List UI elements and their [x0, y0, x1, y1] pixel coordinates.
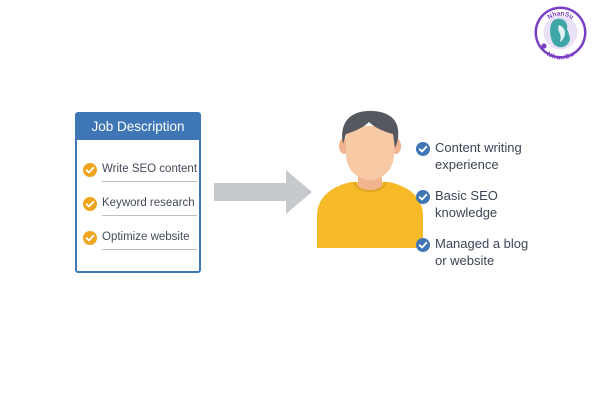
check-circle-icon: [83, 163, 97, 177]
skill-item-label: Basic SEO knowledge: [435, 188, 498, 220]
brand-logo: NhanSu NhanSu: [533, 5, 588, 60]
check-circle-icon: [83, 197, 97, 211]
person-avatar-icon: [317, 110, 423, 248]
svg-text:NhanSu: NhanSu: [546, 10, 574, 21]
item-underline: [102, 215, 197, 216]
check-circle-icon: [416, 190, 430, 204]
job-description-item-label: Optimize website: [102, 231, 190, 243]
woman-silhouette-logo-icon: NhanSu NhanSu: [534, 6, 587, 60]
job-description-card: Job Description Write SEO content Keywor…: [75, 112, 201, 273]
job-description-item: Keyword research: [83, 195, 199, 216]
job-description-item: Optimize website: [83, 229, 199, 250]
skill-item: Basic SEO knowledge: [416, 187, 586, 223]
item-underline: [102, 249, 197, 250]
job-description-item: Write SEO content: [83, 161, 199, 182]
check-circle-icon: [416, 238, 430, 252]
check-circle-icon: [83, 231, 97, 245]
item-underline: [102, 181, 197, 182]
skill-item: Content writing experience: [416, 139, 586, 175]
job-description-item-label: Keyword research: [102, 197, 195, 209]
job-description-item-label: Write SEO content: [102, 163, 198, 175]
job-description-title: Job Description: [77, 114, 199, 140]
skill-item-label: Managed a blog or website: [435, 236, 529, 268]
skill-item-label: Content writing experience: [435, 140, 522, 172]
check-circle-icon: [416, 142, 430, 156]
person-avatar: [305, 108, 435, 248]
svg-text:NhanSu: NhanSu: [545, 51, 575, 60]
right-arrow-icon: [214, 170, 312, 214]
right-arrow: [214, 170, 312, 214]
skill-item: Managed a blog or website: [416, 235, 586, 271]
